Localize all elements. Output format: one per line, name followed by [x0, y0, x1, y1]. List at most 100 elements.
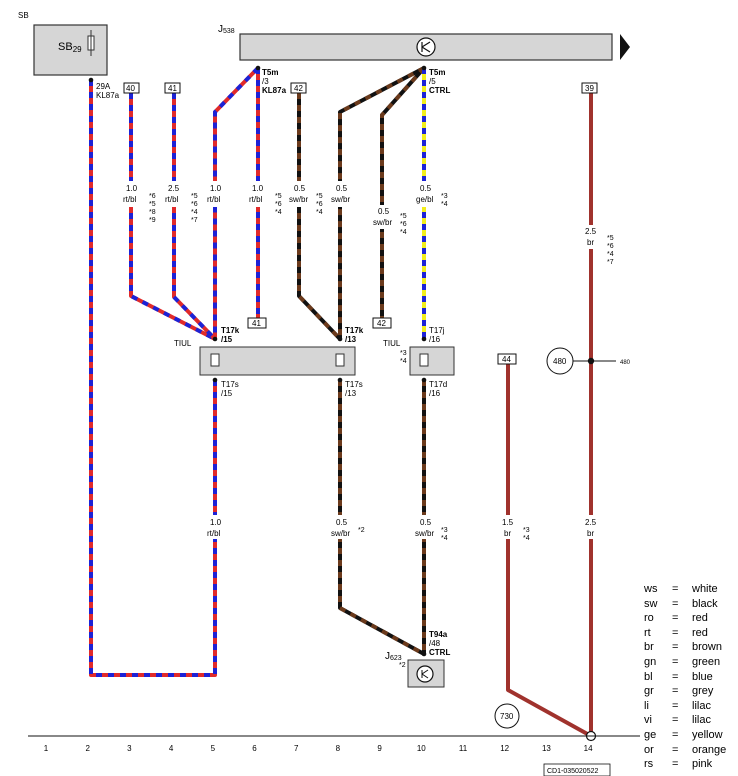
wire-7-color: sw/br: [289, 195, 308, 204]
column-number-8: 8: [336, 744, 341, 753]
wire-12-lower-size: 1.5: [502, 518, 514, 527]
legend-row-bl: bl=blue: [644, 670, 738, 685]
terminal-t17d16: T17d: [429, 380, 447, 389]
wire-col9: [380, 66, 426, 318]
column-number-1: 1: [44, 744, 49, 753]
stars-wire-14-1: *6: [607, 243, 614, 250]
wire-col8-lower: [338, 380, 425, 656]
legend-color-name: lilac: [692, 699, 711, 712]
legend-row-gn: gn=green: [644, 655, 738, 670]
legend-code: li: [644, 699, 649, 712]
terminal-t17j16-pin: /16: [429, 335, 441, 344]
legend-color-name: orange: [692, 743, 727, 756]
stars-wire-10-lower-1: *4: [441, 535, 448, 542]
footer-code: CD1-035020522: [547, 768, 598, 775]
wire-14-lower-size: 2.5: [585, 518, 597, 527]
ground-730-label: 730: [500, 712, 514, 721]
stars-wire-10-0: *3: [441, 193, 448, 200]
stars-wire-14-3: *7: [607, 259, 614, 266]
legend-color-name: grey: [692, 685, 714, 698]
terminal-t5m5: T5m: [429, 68, 445, 77]
legend-color-name: red: [692, 612, 708, 625]
legend-color-name: lilac: [692, 714, 711, 727]
legend-code: vi: [644, 714, 652, 727]
wire-3-size: 1.0: [126, 184, 138, 193]
sb-label: SB: [18, 11, 29, 20]
ground-730: [494, 703, 520, 729]
legend-color-name: brown: [692, 641, 722, 654]
fuse-sb29: [33, 24, 108, 76]
legend-code: sw: [644, 597, 658, 610]
stars-wire-3-2: *8: [149, 209, 156, 216]
stars-wire-10-lower-0: *3: [441, 527, 448, 534]
column-number-3: 3: [127, 744, 132, 753]
stars-j623-0: *2: [399, 662, 406, 669]
wire-box-42-top: 42: [294, 84, 303, 93]
stars-wire-14-0: *5: [607, 235, 614, 242]
terminal-t17k13: T17k: [345, 326, 364, 335]
tiul-label-1: TIUL: [174, 339, 192, 348]
stars-wire-3-0: *6: [149, 193, 156, 200]
wire-box-44: 44: [502, 355, 511, 364]
control-unit-j623: [407, 659, 445, 688]
stars-wire-10-1: *4: [441, 201, 448, 208]
legend-color-name: pink: [692, 758, 713, 771]
legend-row-or: or = orange: [644, 743, 738, 758]
stars-wire-14-2: *4: [607, 251, 614, 258]
terminal-29a-kl87a: KL87a: [96, 91, 120, 100]
legend-equals: =: [672, 670, 679, 683]
legend-color-name: blue: [692, 670, 713, 683]
legend-code: rs: [644, 758, 654, 771]
legend-code: or: [644, 743, 654, 756]
legend-equals: =: [672, 583, 679, 595]
wire-box-39: 39: [585, 84, 594, 93]
legend-equals: =: [672, 699, 679, 712]
wire-9-size: 0.5: [378, 207, 390, 216]
column-number-5: 5: [211, 744, 216, 753]
wire-14-lower-color: br: [587, 529, 594, 538]
stars-wire-9-0: *5: [400, 213, 407, 220]
terminal-t17s13: T17s: [345, 380, 363, 389]
stars-wire-12-lower-1: *4: [523, 535, 530, 542]
control-unit-j538: [239, 33, 630, 61]
stars-wire-6-2: *4: [275, 209, 282, 216]
wire-10-size: 0.5: [420, 184, 432, 193]
stars-wire-7-1: *6: [316, 201, 323, 208]
legend-row-li: li = lilac: [644, 699, 738, 714]
legend-equals: =: [672, 641, 679, 654]
terminal-t5m3: T5m: [262, 68, 278, 77]
terminal-t17s15: T17s: [221, 380, 239, 389]
wire-col12: [506, 364, 592, 738]
legend-equals: =: [672, 597, 679, 610]
wire-4-size: 2.5: [168, 184, 180, 193]
wire-col3: [129, 93, 216, 341]
column-number-11: 11: [459, 744, 468, 753]
connection-points: [88, 65, 597, 742]
wire-6-color: rt/bl: [249, 195, 263, 204]
legend-equals: =: [672, 685, 679, 698]
legend-row-sw: sw=black: [644, 597, 738, 612]
terminal-t17k13-pin: /13: [345, 335, 357, 344]
terminal-29a: 29A: [96, 82, 111, 91]
wire-layer: [89, 66, 593, 738]
legend-code: gr: [644, 685, 654, 698]
wire-5-color: rt/bl: [207, 195, 221, 204]
ground-480: [546, 347, 616, 375]
legend-color-name: red: [692, 626, 708, 639]
wire-10-lower-size: 0.5: [420, 518, 432, 527]
legend-row-br: br=brown: [644, 640, 738, 655]
wire-3-color: rt/bl: [123, 195, 137, 204]
wire-5-lower-color: rt/bl: [207, 529, 221, 538]
wire-box-41-bottom: 41: [252, 319, 261, 328]
terminal-t17k15-pin: /15: [221, 335, 233, 344]
legend-row-rs: rs = pink: [644, 757, 738, 772]
connector-tiul-2: [409, 346, 455, 376]
terminal-t17j16: T17j: [429, 326, 445, 335]
legend-equals: =: [672, 612, 679, 625]
legend-equals: =: [672, 743, 679, 756]
stars-wire-7-2: *4: [316, 209, 323, 216]
stars-wire-4-0: *5: [191, 193, 198, 200]
terminal-t5m5-pin: /5: [429, 77, 436, 86]
legend-equals: =: [672, 758, 679, 771]
terminal-t5m3-kl87a: KL87a: [262, 86, 287, 95]
